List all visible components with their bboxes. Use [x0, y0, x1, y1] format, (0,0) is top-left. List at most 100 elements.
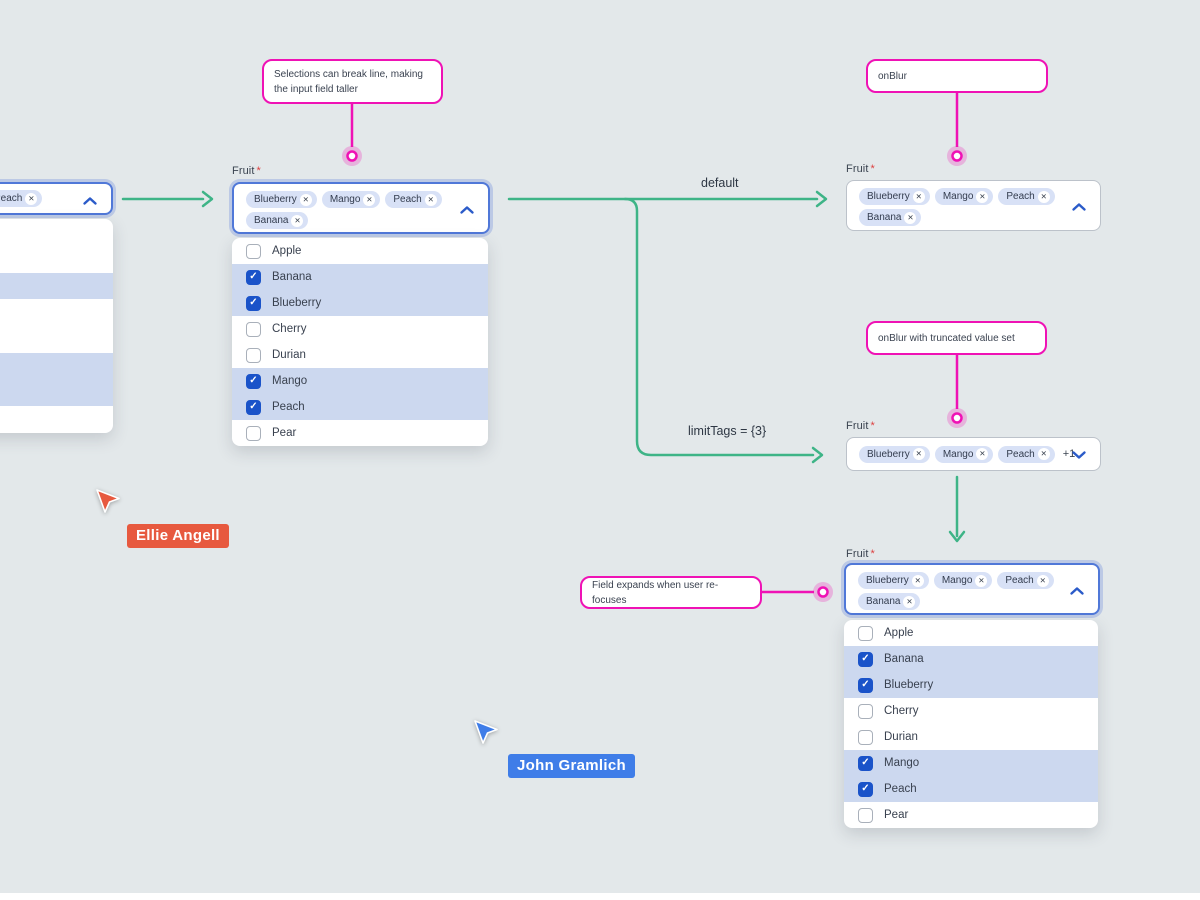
- checkbox[interactable]: [246, 243, 261, 259]
- option-row[interactable]: ✓Peach: [0, 379, 113, 407]
- multiselect-field-onblur[interactable]: Blueberry✕ Mango✕ Peach✕ Banana✕: [846, 180, 1101, 231]
- chip-remove-icon[interactable]: ✕: [976, 448, 989, 460]
- checkbox[interactable]: [246, 425, 261, 441]
- option-row[interactable]: Apple: [844, 620, 1098, 646]
- option-row[interactable]: Pear: [232, 420, 488, 446]
- option-row[interactable]: Apple: [0, 219, 113, 246]
- option-row[interactable]: Apple: [232, 238, 488, 264]
- required-asterisk: *: [870, 548, 875, 560]
- option-row[interactable]: Cherry: [844, 698, 1098, 724]
- option-row[interactable]: Cherry: [0, 299, 113, 326]
- option-row[interactable]: ✓Mango: [0, 352, 113, 380]
- field-label: Fruit*: [846, 163, 875, 175]
- checkbox[interactable]: [246, 321, 261, 337]
- chevron-up-icon[interactable]: [459, 205, 475, 215]
- chip-remove-icon[interactable]: ✕: [291, 214, 304, 227]
- required-asterisk: *: [870, 420, 875, 432]
- annotation-on-blur[interactable]: onBlur: [866, 59, 1048, 93]
- chip-mango[interactable]: Mango✕: [934, 445, 994, 463]
- chip-remove-icon[interactable]: ✕: [912, 190, 925, 203]
- chip-remove-icon[interactable]: ✕: [976, 190, 989, 203]
- checkbox-checked[interactable]: ✓: [858, 677, 873, 693]
- annotation-break-line[interactable]: Selections can break line, making the in…: [262, 59, 443, 104]
- checkbox[interactable]: [246, 347, 261, 363]
- chip-remove-icon[interactable]: ✕: [299, 193, 312, 206]
- option-row[interactable]: Pear: [844, 802, 1098, 828]
- chip-remove-icon[interactable]: ✕: [1036, 574, 1049, 587]
- chip-mango[interactable]: Mango✕: [933, 572, 993, 589]
- arrow-head-limit-tags: [811, 446, 824, 464]
- chip-peach[interactable]: Peach✕: [998, 188, 1055, 205]
- chevron-up-icon[interactable]: [82, 196, 98, 206]
- checkbox-checked[interactable]: ✓: [246, 295, 261, 311]
- checkbox-checked[interactable]: ✓: [246, 373, 261, 389]
- field-label: Fruit*: [846, 548, 875, 560]
- multiselect-field-limit-tags[interactable]: Blueberry✕ Mango✕ Peach✕ +1: [846, 437, 1101, 471]
- chip-container: Blueberry✕ Mango✕ Peach✕ +1: [847, 438, 1100, 470]
- checkbox[interactable]: [858, 703, 873, 719]
- chip-remove-icon[interactable]: ✕: [911, 574, 924, 587]
- checkbox-checked[interactable]: ✓: [246, 399, 261, 415]
- chip-blueberry[interactable]: Blueberry✕: [246, 191, 317, 208]
- checkbox[interactable]: [858, 807, 873, 823]
- chip-peach[interactable]: Peach✕: [385, 191, 442, 208]
- annotation-on-blur-truncated[interactable]: onBlur with truncated value set: [866, 321, 1047, 355]
- option-row[interactable]: ✓Peach: [844, 776, 1098, 802]
- option-row[interactable]: ✓Blueberry: [232, 290, 488, 316]
- pin-on-blur: [951, 150, 963, 162]
- chip-banana[interactable]: Banana✕: [858, 593, 921, 610]
- chevron-up-icon[interactable]: [1071, 202, 1087, 212]
- chip-remove-icon[interactable]: ✕: [424, 193, 437, 206]
- chip-remove-icon[interactable]: ✕: [903, 595, 916, 608]
- field-label: Fruit*: [846, 420, 875, 432]
- option-row[interactable]: Pear: [0, 406, 113, 433]
- chip-remove-icon[interactable]: ✕: [1037, 448, 1050, 460]
- chip-remove-icon[interactable]: ✕: [25, 192, 38, 205]
- option-row[interactable]: Durian: [232, 342, 488, 368]
- option-row[interactable]: ✓Mango: [844, 750, 1098, 776]
- pin-on-blur-truncated: [951, 412, 963, 424]
- chip-container: Blueberry✕ Mango✕ Peach✕ Banana✕: [846, 565, 1098, 617]
- option-row[interactable]: ✓Peach: [232, 394, 488, 420]
- checkbox[interactable]: [858, 625, 873, 641]
- chip-remove-icon[interactable]: ✕: [975, 574, 988, 587]
- multiselect-field-center[interactable]: Blueberry✕ Mango✕ Peach✕ Banana✕: [232, 182, 490, 234]
- chip-remove-icon[interactable]: ✕: [912, 448, 925, 460]
- chip-blueberry[interactable]: Blueberry✕: [859, 445, 930, 463]
- arrow-label-default: default: [701, 176, 739, 190]
- chip-remove-icon[interactable]: ✕: [904, 211, 917, 224]
- chip-peach[interactable]: Peach✕: [998, 445, 1055, 463]
- chevron-up-icon[interactable]: [1069, 586, 1085, 596]
- multiselect-field-refocused[interactable]: Blueberry✕ Mango✕ Peach✕ Banana✕: [844, 563, 1100, 615]
- option-row[interactable]: Banana: [0, 246, 113, 273]
- chip-banana[interactable]: Banana✕: [859, 209, 922, 226]
- option-row[interactable]: Durian: [844, 724, 1098, 750]
- checkbox[interactable]: [858, 729, 873, 745]
- option-row[interactable]: ✓Banana: [232, 264, 488, 290]
- chip-remove-icon[interactable]: ✕: [1037, 190, 1050, 203]
- checkbox-checked[interactable]: ✓: [858, 755, 873, 771]
- annotation-field-expands[interactable]: Field expands when user re-focuses: [580, 576, 762, 609]
- chip-peach[interactable]: Peach ✕: [0, 190, 43, 207]
- multiselect-field-left[interactable]: Peach ✕: [0, 182, 113, 215]
- checkbox-checked[interactable]: ✓: [246, 269, 261, 285]
- checkbox-checked[interactable]: ✓: [858, 651, 873, 667]
- chip-mango[interactable]: Mango✕: [321, 191, 381, 208]
- chip-mango[interactable]: Mango✕: [934, 188, 994, 205]
- option-row[interactable]: ✓Blueberry: [844, 672, 1098, 698]
- chip-blueberry[interactable]: Blueberry✕: [858, 572, 929, 589]
- arrow-limit-tags: [623, 197, 815, 457]
- option-row[interactable]: ✓Blueberry: [0, 272, 113, 300]
- option-row[interactable]: Cherry: [232, 316, 488, 342]
- dropdown-list-refocused: Apple ✓Banana ✓Blueberry Cherry Durian ✓…: [844, 620, 1098, 828]
- option-row[interactable]: ✓Banana: [844, 646, 1098, 672]
- chevron-down-icon[interactable]: [1071, 450, 1087, 460]
- option-row[interactable]: Durian: [0, 326, 113, 353]
- arrow-head-left: [201, 190, 214, 208]
- chip-remove-icon[interactable]: ✕: [363, 193, 376, 206]
- option-row[interactable]: ✓Mango: [232, 368, 488, 394]
- chip-peach[interactable]: Peach✕: [997, 572, 1054, 589]
- checkbox-checked[interactable]: ✓: [858, 781, 873, 797]
- chip-banana[interactable]: Banana✕: [246, 212, 309, 229]
- chip-blueberry[interactable]: Blueberry✕: [859, 188, 930, 205]
